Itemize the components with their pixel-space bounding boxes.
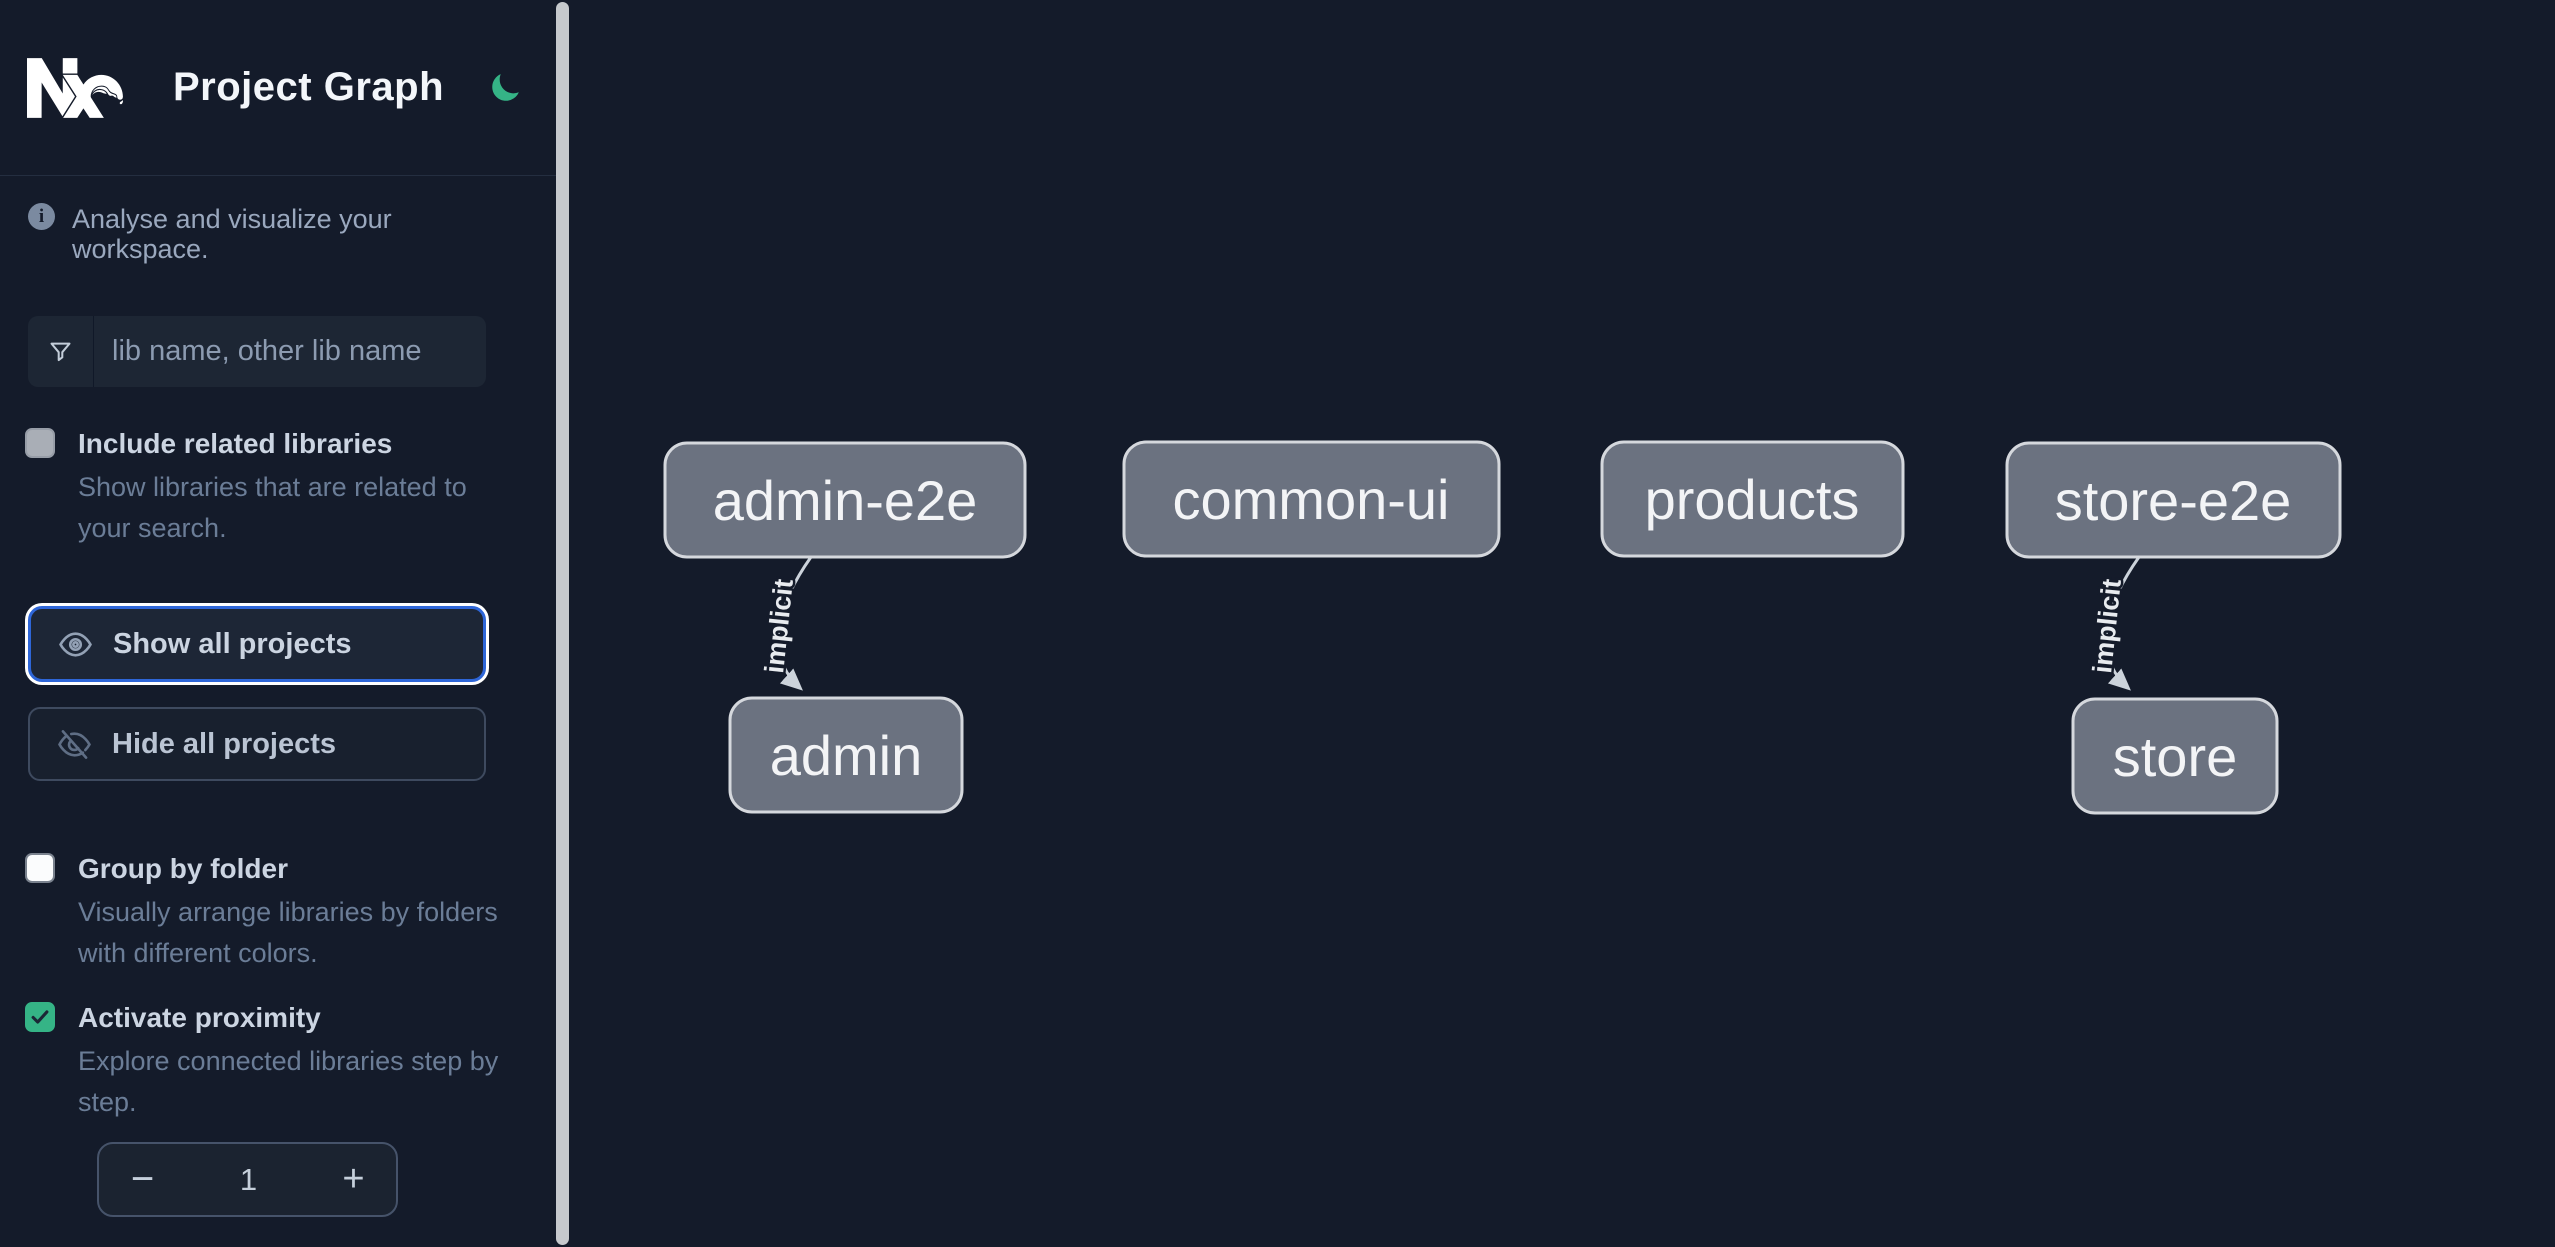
nx-logo <box>27 57 123 118</box>
activate-proximity-label: Activate proximity <box>78 1002 321 1033</box>
filter-search-box <box>28 316 486 387</box>
proximity-depth-stepper: − 1 + <box>97 1142 398 1217</box>
edge-store-e2e-to-store[interactable]: implicit <box>2085 556 2141 691</box>
show-all-projects-label: Show all projects <box>113 627 352 660</box>
sidebar: Project Graph i Analyse and visualize yo… <box>0 0 556 1247</box>
sidebar-header: Project Graph <box>0 0 556 176</box>
activate-proximity-description: Explore connected libraries step by step… <box>78 1046 499 1117</box>
graph-node-products[interactable]: products <box>1600 440 1905 558</box>
eye-off-icon <box>58 729 91 759</box>
hide-all-projects-button[interactable]: Hide all projects <box>28 707 486 781</box>
hide-all-projects-label: Hide all projects <box>112 727 337 760</box>
graph-node-admin[interactable]: admin <box>728 696 964 814</box>
group-by-folder-description: Visually arrange libraries by folders wi… <box>78 897 498 968</box>
activate-proximity-toggle[interactable]: Activate proximity Explore connected lib… <box>25 1001 503 1123</box>
stepper-decrement-button[interactable]: − <box>99 1144 186 1215</box>
workspace-tagline: i Analyse and visualize your workspace. <box>28 203 528 264</box>
node-label: common-ui <box>1173 468 1450 531</box>
theme-toggle-moon-icon[interactable] <box>488 71 522 105</box>
activate-proximity-checkbox[interactable] <box>25 1002 55 1032</box>
page-title: Project Graph <box>173 65 445 109</box>
node-label: store-e2e <box>2055 469 2292 532</box>
group-by-folder-checkbox[interactable] <box>25 853 55 883</box>
filter-input[interactable] <box>94 316 486 387</box>
group-by-folder-toggle[interactable]: Group by folder Visually arrange librari… <box>25 852 503 974</box>
sidebar-scrollbar[interactable] <box>556 2 569 1245</box>
group-by-folder-label: Group by folder <box>78 853 288 884</box>
tagline-text: Analyse and visualize your workspace. <box>72 204 392 264</box>
graph-node-admin-e2e[interactable]: admin-e2e <box>663 441 1027 559</box>
filter-funnel-icon <box>28 316 94 387</box>
edge-label: implicit <box>2087 577 2127 674</box>
node-label: admin-e2e <box>713 469 978 532</box>
info-icon: i <box>28 203 55 230</box>
checkmark-icon <box>31 1010 49 1024</box>
include-related-toggle[interactable]: Include related libraries Show libraries… <box>25 427 503 549</box>
include-related-label: Include related libraries <box>78 428 393 459</box>
node-label: store <box>2113 725 2238 788</box>
include-related-checkbox[interactable] <box>25 428 55 458</box>
graph-node-store[interactable]: store <box>2071 697 2279 815</box>
edge-label: implicit <box>759 577 799 674</box>
stepper-value: 1 <box>239 1161 258 1197</box>
node-label: products <box>1645 468 1860 531</box>
edge-admin-e2e-to-admin[interactable]: implicit <box>757 556 813 691</box>
graph-node-common-ui[interactable]: common-ui <box>1122 440 1501 558</box>
eye-icon <box>59 631 92 657</box>
node-label: admin <box>770 724 923 787</box>
project-graph-canvas[interactable]: implicit implicit admin-e2e common-ui pr… <box>570 0 2555 1247</box>
graph-node-store-e2e[interactable]: store-e2e <box>2005 441 2342 559</box>
stepper-increment-button[interactable]: + <box>311 1144 396 1215</box>
include-related-description: Show libraries that are related to your … <box>78 472 467 543</box>
show-all-projects-button[interactable]: Show all projects <box>28 606 486 682</box>
